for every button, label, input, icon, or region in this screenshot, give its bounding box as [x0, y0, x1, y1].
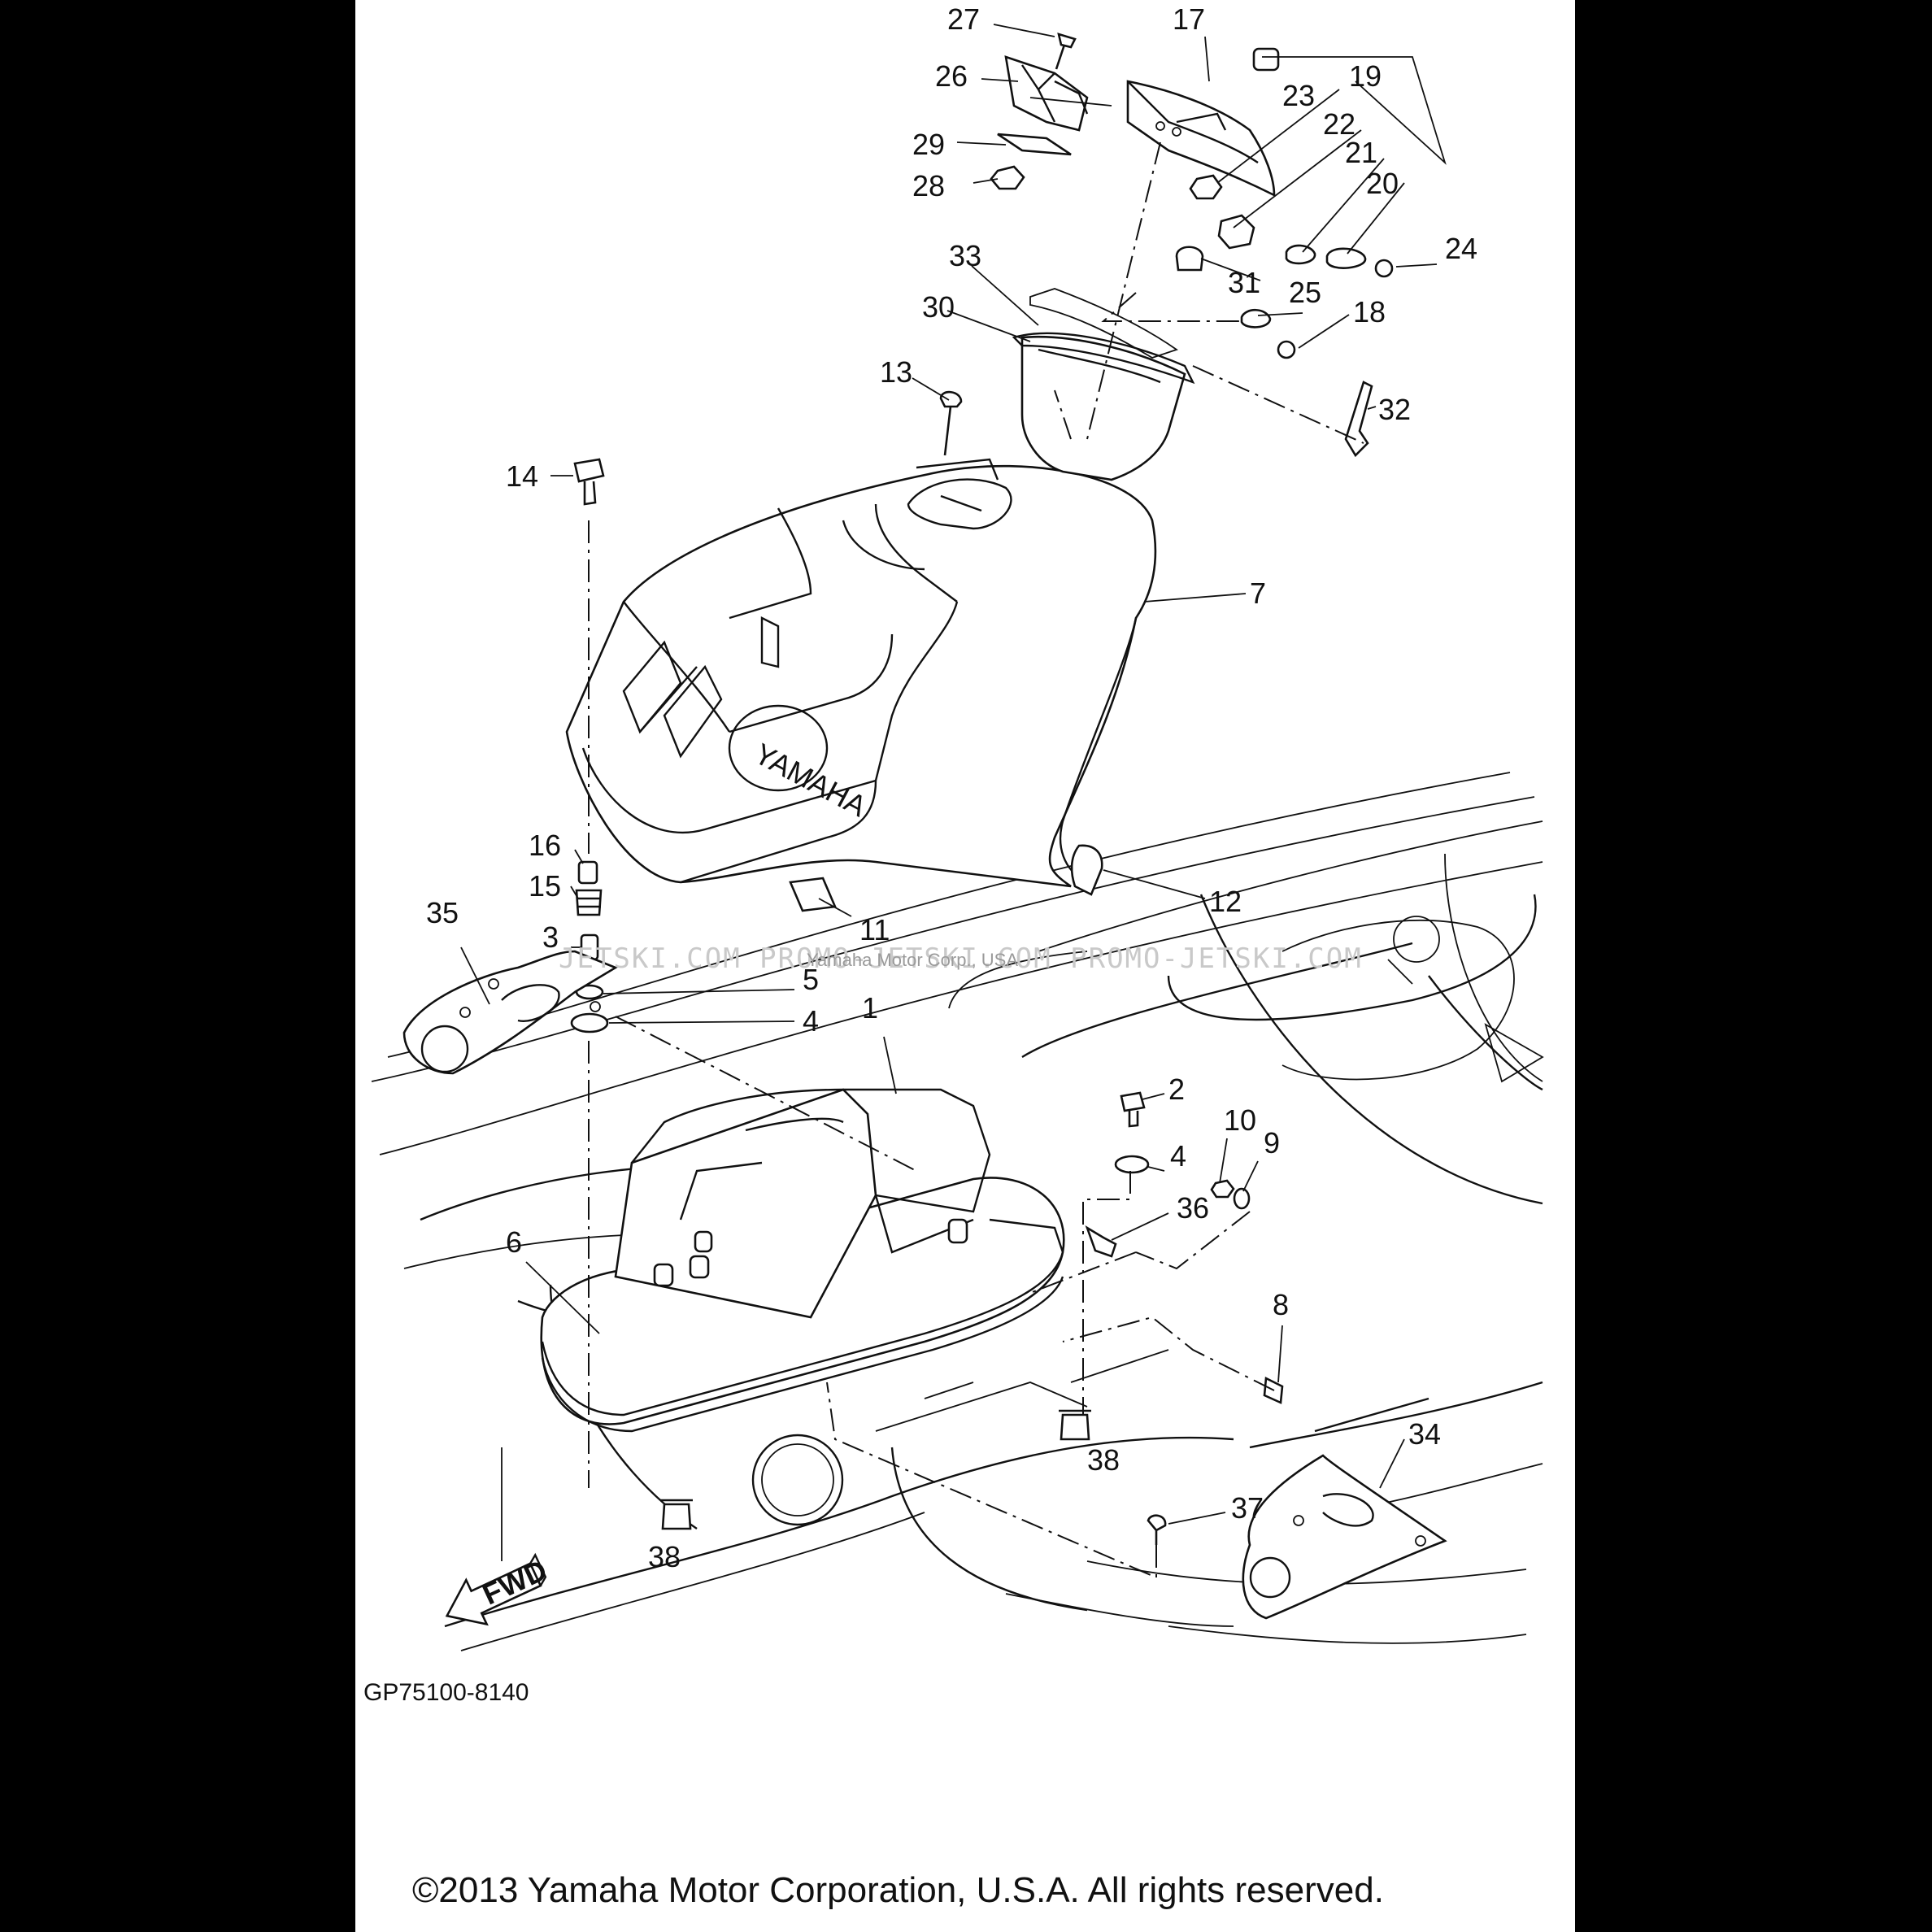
callout-34: 34 [1408, 1417, 1441, 1451]
latch-part-26 [1004, 55, 1089, 132]
callout-10: 10 [1224, 1103, 1256, 1137]
callout-32: 32 [1378, 393, 1411, 426]
callout-17: 17 [1173, 2, 1205, 36]
washer-part-21 [1285, 244, 1316, 265]
callout-23: 23 [1282, 79, 1315, 112]
duct-part-35 [402, 950, 618, 1075]
washer-part-4-right [1114, 1155, 1150, 1174]
boss-4 [947, 1218, 968, 1244]
base-part-1 [540, 1088, 1065, 1433]
copyright-notice: ©2013 Yamaha Motor Corporation, U.S.A. A… [412, 1870, 1384, 1910]
plate-part-29 [997, 133, 1072, 156]
callout-24: 24 [1445, 232, 1477, 265]
grommet-part-15 [575, 889, 603, 916]
callout-26: 26 [935, 59, 968, 93]
cap-part-31 [1175, 246, 1204, 272]
grommet-part-38-right [1059, 1409, 1091, 1441]
boss-2 [689, 1255, 710, 1279]
callout-8: 8 [1273, 1288, 1289, 1321]
callout-2: 2 [1168, 1073, 1185, 1106]
rivet-part-32 [1344, 381, 1373, 458]
bolt-part-14 [573, 458, 605, 506]
callout-15: 15 [529, 869, 561, 903]
callout-38-right: 38 [1087, 1443, 1120, 1477]
callout-33: 33 [949, 239, 981, 272]
assembly-lines [588, 56, 1447, 1579]
watermark-text: JETSKI.COM PROMO-JETSKI.COM PROMO-JETSKI… [559, 942, 1363, 975]
callout-3: 3 [542, 920, 559, 954]
callout-19: 19 [1349, 59, 1382, 93]
callout-29: 29 [912, 128, 945, 161]
grommet-part-38-left [660, 1499, 693, 1530]
callout-14: 14 [506, 459, 538, 493]
forward-arrow: FWD [445, 1552, 552, 1626]
pad-part-12 [1070, 844, 1103, 896]
callout-7: 7 [1250, 577, 1266, 610]
callout-27: 27 [947, 2, 980, 36]
storage-box-part-30 [1012, 288, 1195, 481]
leader-lines [460, 24, 1438, 1525]
callout-11: 11 [859, 913, 890, 946]
callout-38-left: 38 [648, 1540, 681, 1573]
diagram-sheet: YAMAHA [355, 0, 1575, 1932]
screw-part-13 [939, 390, 963, 456]
nut-part-10 [1210, 1179, 1235, 1199]
callout-numbers: 27 17 26 23 19 22 29 21 28 20 24 33 31 3… [426, 2, 1477, 1573]
diagram-code: GP75100-8140 [363, 1679, 529, 1706]
bolt-part-2 [1120, 1091, 1146, 1128]
callout-20: 20 [1366, 167, 1399, 200]
callout-36: 36 [1177, 1191, 1209, 1225]
callout-9: 9 [1264, 1126, 1280, 1160]
washer-part-25 [1240, 308, 1272, 329]
screw-part-37 [1147, 1514, 1167, 1545]
exploded-parts-diagram: YAMAHA [371, 2, 1544, 1651]
callout-21: 21 [1345, 136, 1377, 169]
nut-part-28 [990, 165, 1025, 190]
callout-4: 4 [803, 1004, 819, 1038]
screw-part-18 [1277, 340, 1296, 359]
callout-13: 13 [880, 355, 912, 389]
clip-part-11 [789, 877, 837, 912]
watermark-center-text: Yamaha Motor Corp., USA [807, 950, 1018, 970]
collar-part-16 [577, 860, 598, 885]
small-hardware [570, 33, 1394, 1545]
stud-part-36 [1085, 1225, 1117, 1258]
screw-part-27 [1055, 33, 1077, 70]
washer-part-4 [570, 1012, 609, 1033]
catch-part-22 [1217, 214, 1255, 250]
callout-30: 30 [922, 290, 955, 324]
callout-1: 1 [862, 991, 878, 1025]
nut-part-23 [1189, 174, 1223, 200]
callout-12: 12 [1209, 885, 1242, 918]
callout-5: 5 [803, 963, 819, 996]
boss-1 [653, 1263, 674, 1287]
screw-part-24 [1374, 259, 1394, 278]
callout-31: 31 [1228, 266, 1260, 299]
callout-22: 22 [1323, 107, 1355, 141]
callout-37: 37 [1231, 1491, 1264, 1525]
callout-25: 25 [1289, 276, 1321, 309]
fwd-label: FWD [477, 1553, 552, 1612]
boss-3 [694, 1230, 713, 1253]
plate-part-20 [1325, 247, 1367, 269]
callout-28: 28 [912, 169, 945, 202]
callout-16: 16 [529, 829, 561, 862]
washer-part-9 [1233, 1187, 1251, 1210]
grommet-part-19-top [1252, 47, 1280, 72]
callout-35: 35 [426, 896, 459, 929]
hood-cover-part-7: YAMAHA [565, 458, 1157, 888]
callout-6: 6 [506, 1225, 522, 1259]
callout-18: 18 [1353, 295, 1386, 329]
duct-part-34 [1242, 1454, 1447, 1620]
callout-4-right: 4 [1170, 1139, 1186, 1173]
